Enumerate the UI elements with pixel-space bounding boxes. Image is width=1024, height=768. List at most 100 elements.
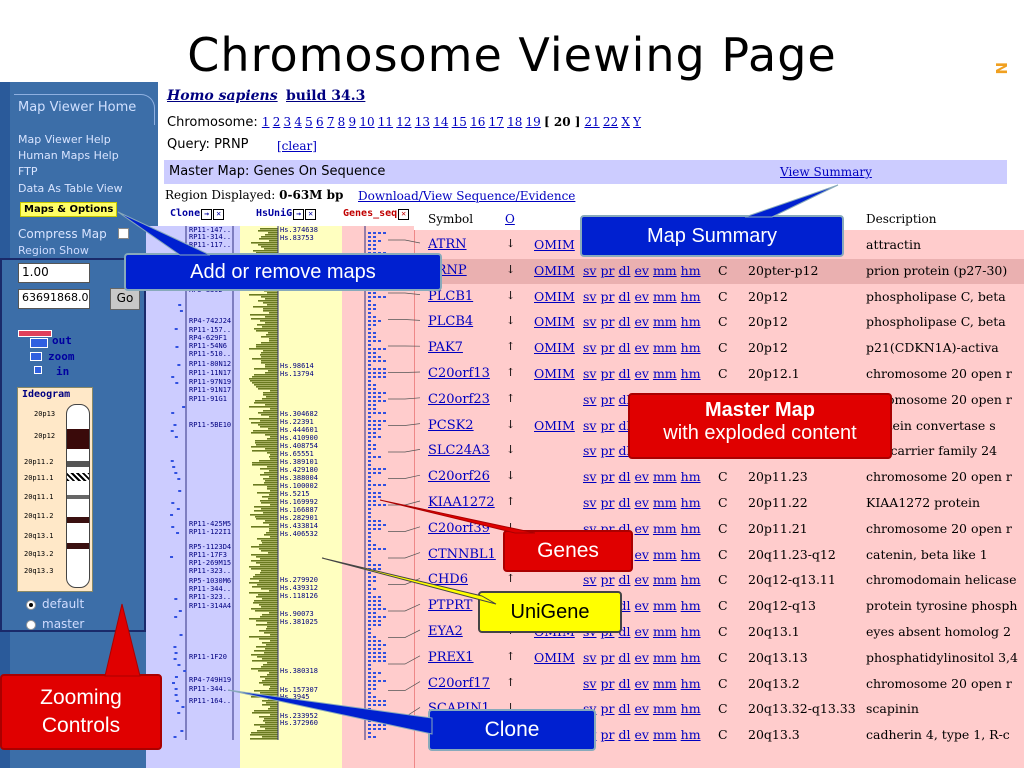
omim-link[interactable]: OMIM	[534, 262, 575, 278]
dl-link[interactable]: dl	[618, 701, 631, 717]
clone-label[interactable]: RP11-117..	[189, 241, 232, 249]
chromosome-link-16[interactable]: 16	[470, 115, 486, 129]
clear-query-link[interactable]: [clear]	[277, 139, 317, 153]
gene-symbol-link[interactable]: CTNNBL1	[428, 546, 496, 562]
pr-link[interactable]: pr	[600, 572, 615, 588]
unigene-label[interactable]: Hs.90073	[280, 610, 314, 618]
hm-link[interactable]: hm	[680, 314, 701, 330]
download-sequence-link[interactable]: Download/View Sequence/Evidence	[358, 189, 576, 203]
sv-link[interactable]: sv	[583, 417, 597, 433]
dl-link[interactable]: dl	[618, 572, 631, 588]
gene-symbol-link[interactable]: KIAA1272	[428, 495, 495, 510]
clone-label[interactable]: RP11-164..	[189, 697, 232, 705]
data-as-table-view-link[interactable]: Data As Table View	[18, 182, 123, 195]
chromosome-link-9[interactable]: 9	[348, 115, 357, 129]
o-column-header[interactable]: O	[505, 212, 515, 226]
build-link[interactable]: build 34.3	[286, 88, 366, 104]
chromosome-link-14[interactable]: 14	[433, 115, 449, 129]
unigene-column-header[interactable]: HsUniG→✕	[256, 208, 317, 220]
clone-label[interactable]: RP11-314..	[189, 233, 232, 241]
pr-link[interactable]: pr	[600, 366, 615, 381]
omim-link[interactable]: OMIM	[534, 417, 575, 433]
pr-link[interactable]: pr	[600, 288, 615, 304]
gene-symbol-link[interactable]: C20orf23	[428, 391, 490, 407]
species-link[interactable]: Homo sapiens	[167, 88, 278, 104]
pr-link[interactable]: pr	[600, 469, 615, 485]
unigene-label[interactable]: Hs.282901	[280, 514, 318, 522]
clone-label[interactable]: RP5-1030M6	[189, 577, 232, 585]
unigene-label[interactable]: Hs.372960	[280, 719, 318, 727]
default-radio[interactable]	[26, 600, 36, 610]
clone-label[interactable]: RP11-1F20	[189, 653, 227, 661]
chromosome-link-1[interactable]: 1	[261, 115, 270, 129]
position-field[interactable]: 63691868.0	[18, 289, 90, 309]
clone-label[interactable]: RP11-97N19	[189, 378, 232, 386]
clone-label[interactable]: RP11-80N12	[189, 360, 232, 368]
unigene-label[interactable]: Hs.374638	[280, 226, 318, 234]
clone-label[interactable]: RP11-11N17	[189, 369, 232, 377]
ev-link[interactable]: ev	[634, 314, 649, 330]
gene-symbol-link[interactable]: ATRN	[428, 237, 467, 252]
sv-link[interactable]: sv	[583, 262, 597, 278]
sv-link[interactable]: sv	[583, 314, 597, 330]
pr-link[interactable]: pr	[600, 314, 615, 330]
map-viewer-home-link[interactable]: Map Viewer Home	[18, 100, 137, 115]
sv-link[interactable]: sv	[583, 443, 597, 459]
chromosome-link-X[interactable]: X	[621, 115, 630, 129]
pr-link[interactable]: pr	[600, 495, 615, 510]
hm-link[interactable]: hm	[680, 701, 701, 717]
pr-link[interactable]: pr	[600, 443, 615, 459]
mm-link[interactable]: mm	[652, 624, 677, 639]
mm-link[interactable]: mm	[652, 366, 677, 381]
dl-link[interactable]: dl	[618, 314, 631, 330]
sv-link[interactable]: sv	[583, 649, 597, 665]
unigene-label[interactable]: Hs.429180	[280, 466, 318, 474]
chromosome-link-19[interactable]: 19	[525, 115, 541, 129]
ev-link[interactable]: ev	[634, 649, 649, 665]
zoom-out-box[interactable]	[30, 338, 48, 348]
ev-link[interactable]: ev	[634, 288, 649, 304]
master-radio[interactable]	[26, 620, 36, 630]
pr-link[interactable]: pr	[600, 417, 615, 433]
sv-link[interactable]: sv	[583, 572, 597, 588]
gene-symbol-link[interactable]: C20orf39	[428, 520, 490, 536]
mm-link[interactable]: mm	[652, 262, 677, 278]
ev-link[interactable]: ev	[634, 546, 649, 562]
ftp-link[interactable]: FTP	[18, 165, 38, 178]
unigene-label[interactable]: Hs.166887	[280, 506, 318, 514]
dl-link[interactable]: dl	[618, 469, 631, 485]
clone-label[interactable]: RP11-17F3	[189, 551, 227, 559]
chromosome-link-22[interactable]: 22	[602, 115, 619, 129]
close-icon[interactable]: ✕	[398, 209, 410, 220]
chromosome-link-17[interactable]: 17	[488, 115, 504, 129]
clone-label[interactable]: RP11-323..	[189, 567, 232, 575]
ev-link[interactable]: ev	[634, 598, 649, 614]
unigene-label[interactable]: Hs.83753	[280, 234, 314, 242]
omim-link[interactable]: OMIM	[534, 649, 575, 665]
dl-link[interactable]: dl	[618, 288, 631, 304]
zoom-in-box[interactable]	[34, 366, 42, 374]
clone-label[interactable]: RP5-1123D4	[189, 543, 232, 551]
unigene-label[interactable]: Hs.169992	[280, 498, 318, 506]
chromosome-link-7[interactable]: 7	[326, 115, 335, 129]
gene-symbol-link[interactable]: PREX1	[428, 649, 474, 665]
pr-link[interactable]: pr	[600, 701, 615, 717]
unigene-label[interactable]: Hs.100002	[280, 482, 318, 490]
ev-link[interactable]: ev	[634, 624, 649, 639]
gene-symbol-link[interactable]: EYA2	[428, 624, 463, 639]
omim-link[interactable]: OMIM	[534, 340, 575, 356]
go-button[interactable]: Go	[110, 288, 140, 310]
mm-link[interactable]: mm	[652, 598, 677, 614]
ev-link[interactable]: ev	[634, 572, 649, 588]
sv-link[interactable]: sv	[583, 366, 597, 381]
unigene-label[interactable]: Hs.410900	[280, 434, 318, 442]
